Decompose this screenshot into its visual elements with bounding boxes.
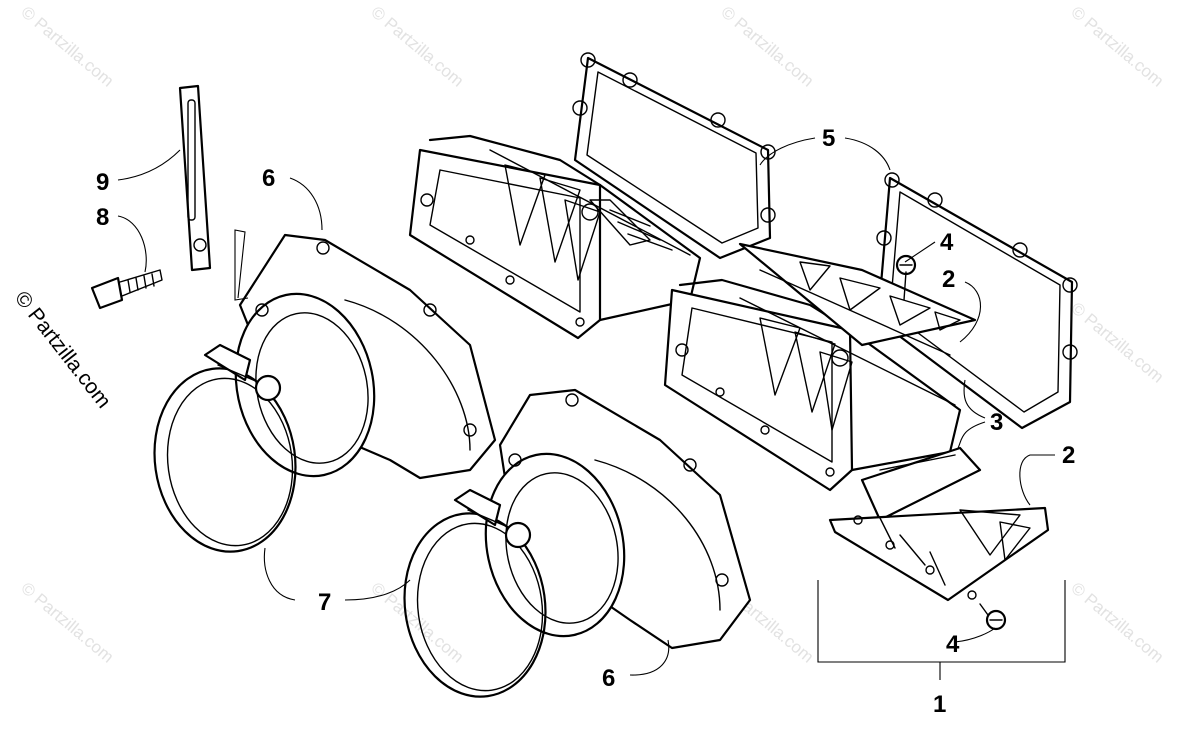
- reed-petal-lower: [828, 506, 1050, 602]
- callout-labels: 9 8 6 5 4 2 3 2 4 1 7 6: [96, 125, 1075, 718]
- callout-6-rear: 6: [262, 165, 275, 192]
- watermark: © Partzilla.com: [717, 3, 817, 91]
- callout-8: 8: [96, 204, 109, 231]
- callout-3: 3: [990, 409, 1003, 436]
- screw-lower: [979, 603, 1007, 631]
- callout-6-front: 6: [602, 665, 615, 692]
- gasket-rear-left: [572, 52, 776, 260]
- callout-9: 9: [96, 169, 109, 196]
- watermark: © Partzilla.com: [367, 3, 467, 91]
- watermark: © Partzilla.com: [1067, 299, 1167, 387]
- callout-7: 7: [318, 589, 331, 616]
- reed-petal-upper: [738, 242, 977, 356]
- watermark: © Partzilla.com: [1067, 579, 1167, 667]
- reed-valve-front: [663, 278, 962, 492]
- watermark: © Partzilla.com: [1067, 3, 1167, 91]
- intake-flange-rear: [234, 233, 497, 480]
- callout-4-lower: 4: [946, 631, 960, 658]
- hose-clamp-right: [403, 488, 547, 698]
- callout-5: 5: [822, 125, 835, 152]
- bolt: [90, 269, 163, 310]
- hose-clamp-left: [153, 343, 297, 553]
- callout-4-upper: 4: [940, 229, 954, 256]
- watermark: © Partzilla.com: [17, 579, 117, 667]
- reed-valve-rear: [408, 134, 702, 340]
- retainer-plate: [178, 84, 212, 272]
- intake-flange-front: [484, 388, 752, 650]
- callout-2-lower: 2: [1062, 442, 1075, 469]
- callout-2-upper: 2: [942, 266, 955, 293]
- leader-lines: [117, 137, 1066, 680]
- screw-upper: [895, 254, 917, 301]
- watermark: © Partzilla.com: [17, 3, 117, 91]
- callout-1: 1: [933, 691, 946, 718]
- reed-stop-lower: [860, 446, 982, 522]
